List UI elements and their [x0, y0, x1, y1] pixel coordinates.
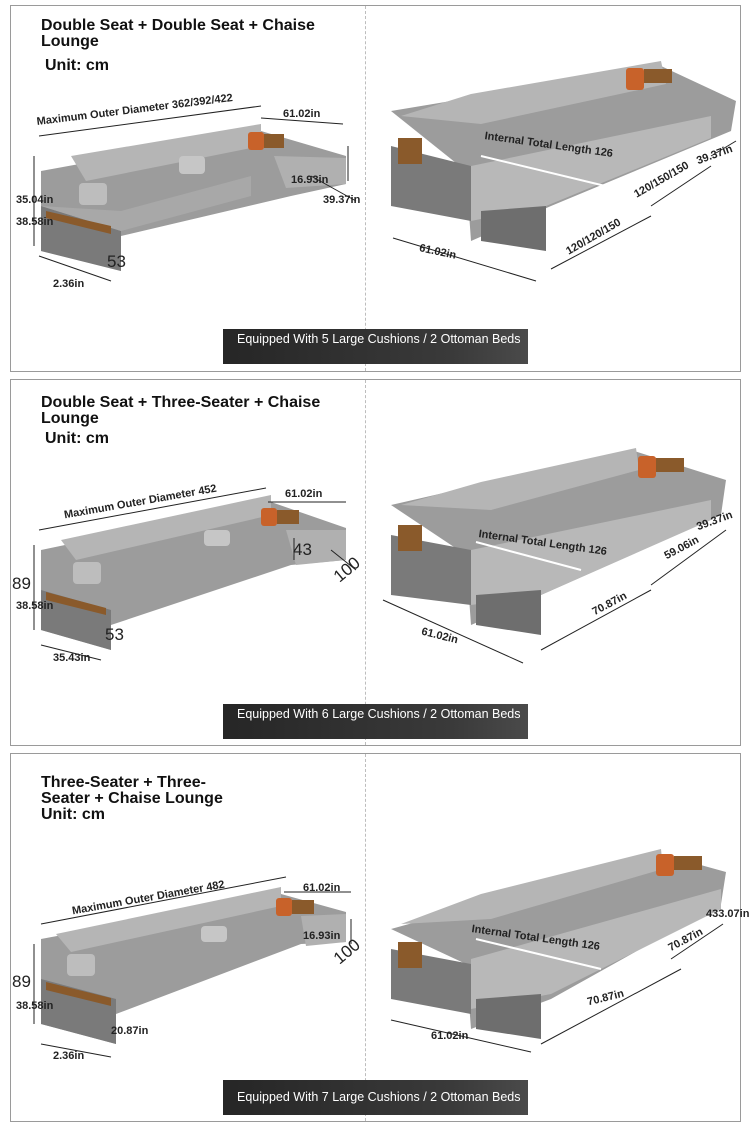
dimension-lines: [33, 105, 357, 282]
width-label: 61.02in: [283, 108, 321, 120]
height-label-b: 38.58in: [16, 600, 54, 612]
dimension-lines: [33, 487, 357, 661]
l-sofa-illustration: [41, 887, 346, 1044]
chaise-height-label: 43: [293, 540, 312, 559]
height-label-a: 89: [12, 972, 31, 991]
dimension-lines: [33, 876, 352, 1058]
sofa-panel-2: Double Seat + Three-Seater + Chaise Loun…: [10, 379, 741, 746]
depth-label: 2.36in: [53, 1050, 85, 1062]
height-label-b: 38.58in: [16, 1000, 54, 1012]
chaise-height-label: 16.93in: [291, 174, 329, 186]
height-label-a: 35.04in: [16, 194, 54, 206]
arm-label: 53: [107, 252, 126, 271]
width-label: 61.02in: [285, 488, 323, 500]
panel-divider: [365, 380, 366, 745]
sofa-dimension-diagram: [33, 849, 726, 1058]
depth-label: 35.43in: [53, 652, 91, 664]
bed-dimension-lines: [382, 529, 727, 664]
chaise-label: 433.07in: [706, 908, 750, 920]
cushion-banner: Equipped With 5 Large Cushions / 2 Ottom…: [223, 329, 528, 364]
sofa-panel-1: Double Seat + Double Seat + Chaise Loung…: [10, 5, 741, 372]
depth-label: 2.36in: [53, 278, 85, 290]
sofa-bed-illustration: [391, 448, 726, 635]
chaise-depth-label: 39.37in: [323, 194, 361, 206]
width-label: 61.02in: [303, 882, 341, 894]
panel-divider: [365, 6, 366, 371]
arm-label: 20.87in: [111, 1025, 149, 1037]
cushion-banner: Equipped With 7 Large Cushions / 2 Ottom…: [223, 1080, 528, 1115]
arm-label: 53: [105, 625, 124, 644]
sofa-bed-illustration: [391, 849, 726, 1039]
sofa-dimension-diagram: [33, 448, 727, 664]
panel-divider: [365, 754, 366, 1121]
panel-title: Three-Seater + Three-Seater + Chaise Lou…: [41, 774, 223, 823]
bed-width-label: 61.02in: [431, 1030, 469, 1042]
height-label-b: 38.58in: [16, 216, 54, 228]
sofa-bed-illustration: [391, 61, 736, 251]
unit-label: Unit: cm: [45, 430, 109, 447]
l-sofa-illustration: [41, 124, 346, 271]
height-label-a: 89: [12, 574, 31, 593]
sofa-panel-3: Three-Seater + Three-Seater + Chaise Lou…: [10, 753, 749, 1122]
chaise-height-label: 16.93in: [303, 930, 341, 942]
sofa-dimension-diagram: [33, 61, 737, 282]
panel-title: Double Seat + Three-Seater + Chaise Loun…: [41, 394, 321, 427]
unit-label: Unit: cm: [45, 57, 109, 74]
panel-title: Double Seat + Double Seat + Chaise Loung…: [41, 17, 315, 50]
cushion-banner: Equipped With 6 Large Cushions / 2 Ottom…: [223, 704, 528, 739]
bed-dimension-lines: [390, 923, 724, 1053]
l-sofa-illustration: [41, 495, 346, 650]
bed-dimension-lines: [392, 140, 737, 282]
